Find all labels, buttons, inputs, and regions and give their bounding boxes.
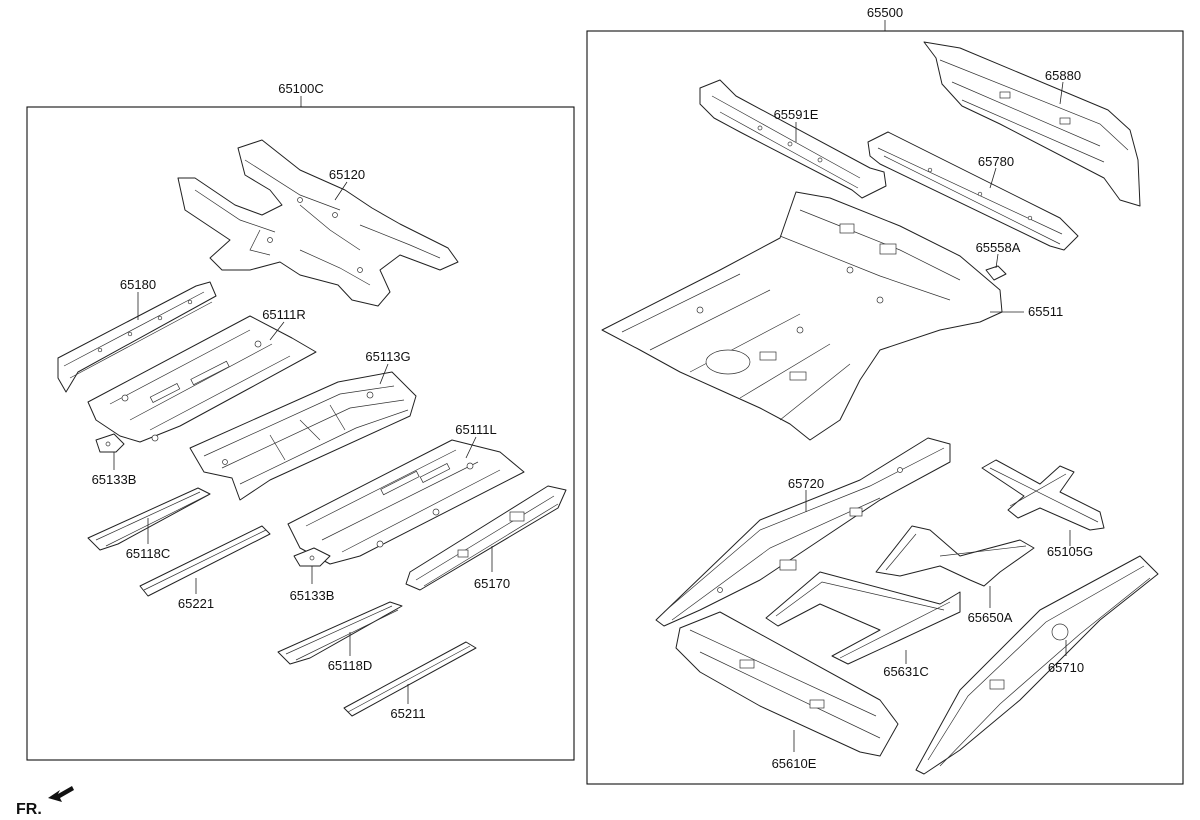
part-label-65610E: 65610E: [772, 756, 817, 771]
part-65221[interactable]: 65221: [139, 525, 271, 611]
group-front-floor: 65100C: [26, 81, 575, 761]
part-65591E[interactable]: 65591E: [699, 79, 887, 199]
part-label-65710: 65710: [1048, 660, 1084, 675]
part-65180[interactable]: 65180: [57, 277, 217, 393]
part-65133B-a[interactable]: 65133B: [92, 433, 137, 487]
part-65111R[interactable]: 65111R: [87, 307, 317, 443]
group-rear-box: [586, 30, 1184, 785]
part-65650A[interactable]: 65650A: [875, 525, 1035, 625]
part-label-65880: 65880: [1045, 68, 1081, 83]
part-label-65118D: 65118D: [328, 658, 373, 673]
part-label-65111L: 65111L: [455, 422, 496, 437]
part-65118C[interactable]: 65118C: [87, 487, 211, 561]
part-65211[interactable]: 65211: [343, 641, 477, 721]
part-65780[interactable]: 65780: [867, 131, 1079, 251]
front-arrow-icon: [48, 786, 74, 802]
group-rear-title: 65500: [867, 5, 903, 20]
part-65631C[interactable]: 65631C: [765, 571, 961, 679]
part-65558A[interactable]: 65558A: [976, 240, 1021, 281]
group-front-box: [26, 106, 575, 761]
part-label-65133B-b: 65133B: [290, 588, 335, 603]
part-65720[interactable]: 65720: [655, 437, 951, 627]
part-label-65720: 65720: [788, 476, 824, 491]
part-label-65511: 65511: [1028, 304, 1063, 319]
part-label-65105G: 65105G: [1047, 544, 1093, 559]
part-65111L[interactable]: 65111L: [287, 422, 525, 565]
part-65610E[interactable]: 65610E: [675, 611, 899, 771]
part-65170[interactable]: 65170: [405, 485, 567, 591]
part-label-65180: 65180: [120, 277, 156, 292]
front-direction-indicator: FR.: [16, 786, 74, 818]
part-65113G[interactable]: 65113G: [189, 349, 417, 501]
front-direction-label: FR.: [16, 801, 42, 818]
part-label-65111R: 65111R: [262, 307, 306, 322]
part-label-65170: 65170: [474, 576, 510, 591]
part-label-65133B-a: 65133B: [92, 472, 137, 487]
part-label-65631C: 65631C: [883, 664, 929, 679]
part-65120[interactable]: 65120: [177, 139, 459, 307]
part-65511[interactable]: 65511: [601, 191, 1063, 441]
group-rear-floor: 65500: [586, 5, 1184, 785]
part-label-65118C: 65118C: [126, 546, 171, 561]
part-65133B-b[interactable]: 65133B: [290, 547, 335, 603]
part-65880[interactable]: 65880: [923, 41, 1141, 207]
part-label-65120: 65120: [329, 167, 365, 182]
part-label-65113G: 65113G: [365, 349, 410, 364]
group-front-title: 65100C: [278, 81, 324, 96]
part-65105G[interactable]: 65105G: [981, 459, 1105, 559]
part-label-65650A: 65650A: [968, 610, 1013, 625]
part-label-65211: 65211: [390, 706, 425, 721]
part-65710[interactable]: 65710: [915, 555, 1159, 775]
part-label-65591E: 65591E: [774, 107, 819, 122]
part-label-65780: 65780: [978, 154, 1014, 169]
part-label-65558A: 65558A: [976, 240, 1021, 255]
part-65118D[interactable]: 65118D: [277, 601, 403, 673]
part-label-65221: 65221: [178, 596, 214, 611]
